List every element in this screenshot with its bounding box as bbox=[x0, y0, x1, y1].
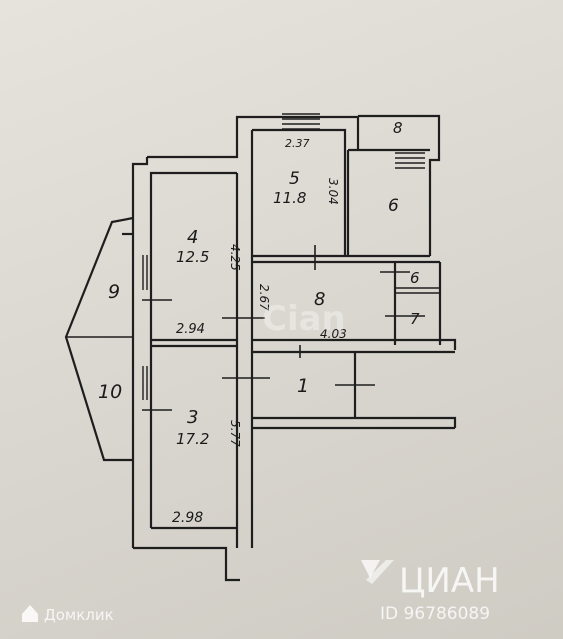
walls bbox=[64, 114, 457, 582]
listing-id: ID 96786089 bbox=[380, 604, 490, 624]
door-marks bbox=[142, 245, 425, 411]
room-4-length: 3.04 bbox=[326, 178, 340, 205]
room-7-number: 7 bbox=[410, 310, 420, 328]
room-8-top-number: 8 bbox=[393, 119, 403, 137]
center-watermark: Cian bbox=[262, 299, 346, 339]
room-3-area: 12.5 bbox=[176, 248, 209, 266]
room-8-width: 4.03 bbox=[320, 327, 347, 341]
room-5-number: 6 bbox=[388, 196, 399, 216]
room-1-number: 1 bbox=[297, 375, 309, 397]
room-2-number: 3 bbox=[187, 407, 198, 428]
cian-logo-text: ЦИАН bbox=[399, 561, 500, 601]
window-marks bbox=[142, 113, 425, 400]
room-10-number: 10 bbox=[98, 381, 122, 403]
room-3-number: 4 bbox=[187, 227, 198, 248]
watermarks: Cian Домклик ЦИАН ID 96786089 bbox=[22, 299, 500, 624]
room-4-width: 2.37 bbox=[285, 137, 310, 150]
room-2-area: 17.2 bbox=[176, 430, 209, 448]
room-6-number: 6 bbox=[410, 269, 420, 287]
room-8-length: 2.67 bbox=[257, 284, 271, 311]
room-2-length: 5.77 bbox=[228, 420, 242, 447]
room-3-length: 4.25 bbox=[228, 244, 242, 271]
room-2-width: 2.98 bbox=[172, 510, 203, 526]
room-9-number: 9 bbox=[108, 281, 120, 303]
room-4-number: 5 bbox=[289, 169, 300, 189]
domclick-logo: Домклик bbox=[22, 605, 114, 624]
room-labels: 9 10 4 12.5 4.25 2.94 3 17.2 5.77 2.98 5… bbox=[98, 119, 420, 526]
domclick-logo-text: Домклик bbox=[44, 606, 114, 624]
room-3-width: 2.94 bbox=[176, 322, 205, 337]
cian-logo: ЦИАН ID 96786089 bbox=[361, 560, 500, 624]
room-4-area: 11.8 bbox=[273, 189, 306, 207]
room-8-number: 8 bbox=[314, 289, 325, 310]
